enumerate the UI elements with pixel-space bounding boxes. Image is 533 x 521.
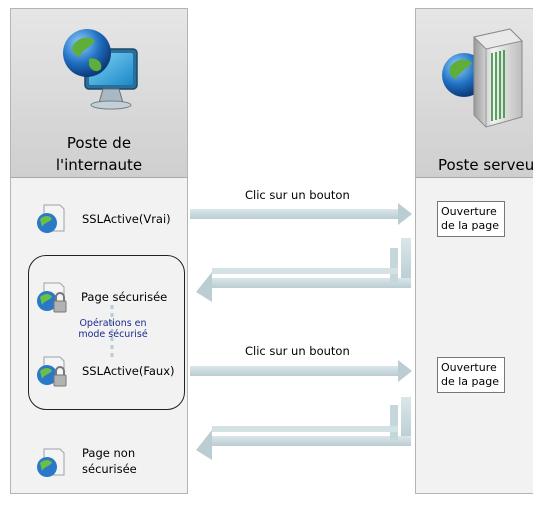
client-column-title-line1: Poste de	[66, 134, 132, 152]
page-opening-box-2: Ouverture de la page	[437, 357, 505, 393]
click-button-label-1: Clic sur un bouton	[245, 188, 350, 202]
page-globe-icon	[37, 448, 65, 477]
server-column-title: Poste serveu	[438, 156, 533, 174]
server-column: Poste serveu	[415, 8, 533, 494]
page-unsecured-label-line2: sécurisée	[82, 462, 137, 476]
page-opening-box-1-line1: Ouverture	[441, 205, 497, 218]
request-arrow-1	[190, 203, 412, 225]
page-opening-box-2-line1: Ouverture	[441, 361, 497, 374]
server-column-header	[416, 9, 533, 178]
request-arrow-2	[190, 360, 412, 382]
response-arrow-2	[196, 397, 411, 460]
secure-mode-group	[28, 255, 185, 410]
client-column-header	[11, 9, 187, 178]
secure-page-icon	[37, 356, 67, 387]
page-opening-box-1: Ouverture de la page	[437, 201, 505, 237]
page-globe-icon	[37, 204, 65, 233]
page-opening-box-1-line2: de la page	[441, 219, 500, 232]
client-column-title-line2: l'internaute	[55, 156, 143, 174]
ssl-active-true-label: SSLActive(Vrai)	[82, 212, 171, 226]
secure-page-icon	[37, 282, 67, 313]
ssl-active-false-label: SSLActive(Faux)	[82, 364, 175, 378]
page-unsecured-label-line1: Page non	[82, 446, 136, 460]
page-secured-label: Page sécurisée	[81, 290, 168, 304]
secure-operations-label: Opérations en mode sécurisé	[78, 318, 148, 340]
click-button-label-2: Clic sur un bouton	[245, 344, 350, 358]
response-arrow-1	[196, 238, 411, 302]
page-opening-box-2-line2: de la page	[441, 375, 500, 388]
server-globe-icon	[442, 28, 523, 128]
desktop-globe-icon	[63, 29, 138, 110]
client-column: Poste de l'internaute	[10, 8, 188, 494]
